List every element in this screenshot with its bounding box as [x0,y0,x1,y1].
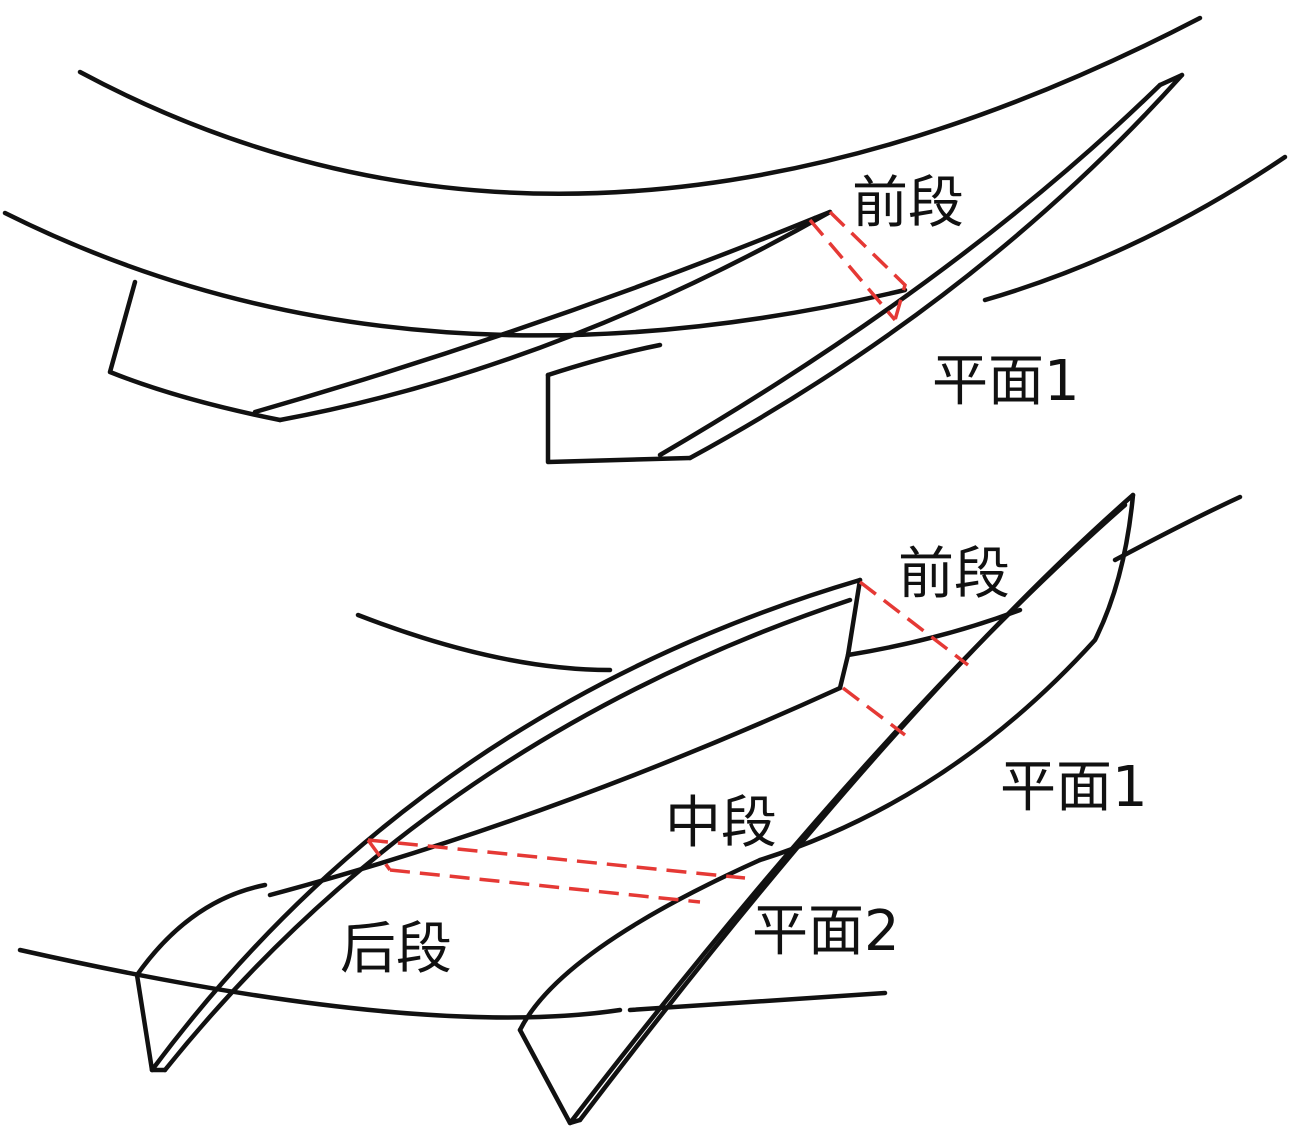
top-left-blade-pressure-side [277,209,833,423]
top-right-blade-top-edge [545,342,663,378]
bottom-right-blade-base [517,1027,583,1126]
bottom-label-middle-segment: 中段 [665,791,777,856]
top-label-front-segment: 前段 [852,171,964,236]
top-hub-arc-right [982,154,1288,303]
bottom-label-rear-segment: 后段 [340,917,452,982]
bottom-left-blade-suction-side [162,597,853,1073]
top-outer-shroud-arc [77,15,1203,196]
bottom-left-blade-inner-edge [267,685,843,898]
top-left-blade-suction-side [252,215,818,415]
bottom-hub-arc [17,947,623,1020]
top-label-plane-1: 平面1 [932,349,1080,414]
bottom-right-blade-suction-side [567,502,1128,1126]
top-left-blade-tip [812,209,833,221]
top-right-blade-tip [1157,72,1185,88]
bottom-label-front-segment: 前段 [898,542,1010,607]
top-figure [2,15,1288,465]
bottom-label-plane-1: 平面1 [1000,755,1148,820]
bottom-left-blade-hub-line [845,607,1023,658]
bottom-plane-2-section [366,838,746,904]
top-right-blade-suction-side [657,82,1163,458]
bottom-plane-1-section [841,580,970,737]
bottom-outer-arc [355,612,613,673]
top-right-blade-pressure-side [687,72,1185,461]
top-right-blade-base [545,372,693,465]
bottom-right-blade-outer-fillet [757,492,1136,863]
bottom-outer-arc-right [1112,494,1243,563]
bottom-left-blade-pressure-side [149,577,863,1073]
top-plane-1-section [808,210,907,322]
top-hub-arc [2,210,908,338]
bottom-left-blade-front-edge [837,577,863,691]
bottom-label-plane-2: 平面2 [752,899,900,964]
bottom-figure [17,492,1243,1126]
top-left-blade-base [107,279,283,423]
bottom-left-blade-root-fillet [134,882,268,978]
bottom-right-blade-root-fillet [517,857,763,1033]
